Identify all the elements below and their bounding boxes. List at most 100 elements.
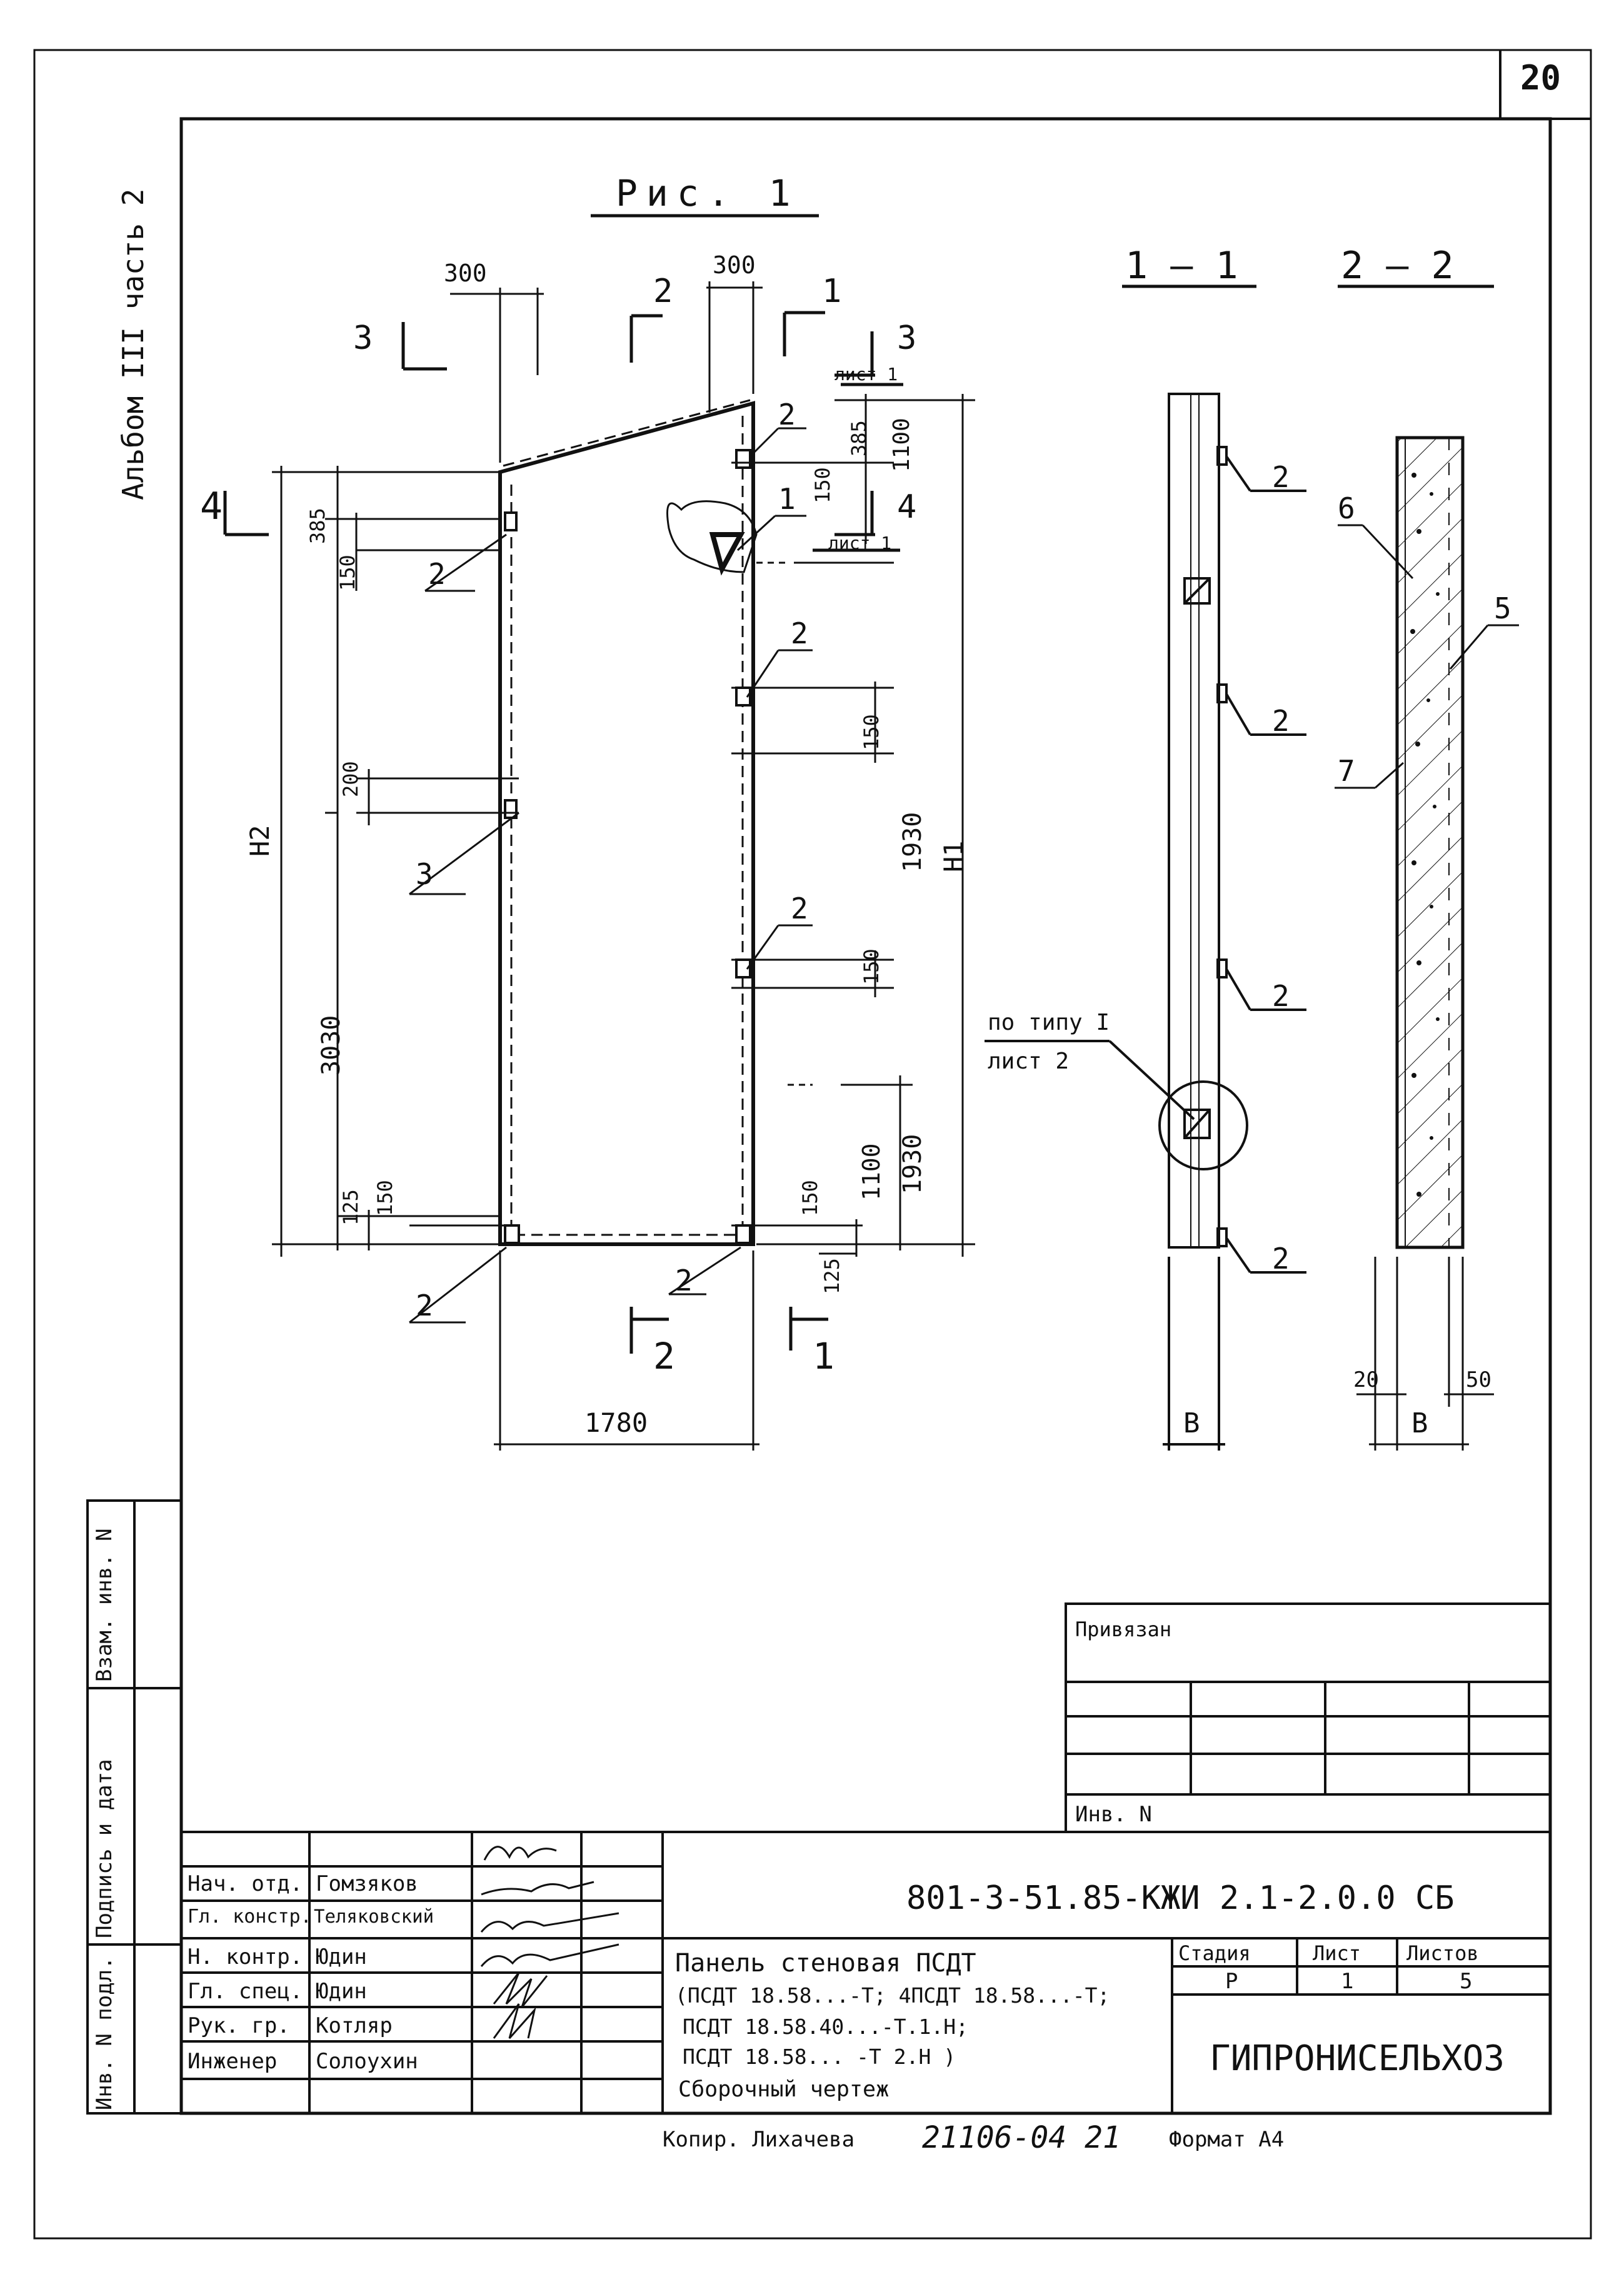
desc-line-2: (ПСДТ 18.58...-Т; 4ПСДТ 18.58...-Т; [675, 1983, 1110, 2008]
loop-fixtures [504, 449, 751, 1244]
panel-hidden-lines [503, 399, 751, 1236]
staff-role-2: Гл. констр. [188, 1906, 312, 1928]
callout-2e: 2 [416, 1289, 433, 1322]
sheets-header: Листов [1406, 1941, 1479, 1965]
dim-150-right-top: 150 [811, 467, 835, 503]
side-columns [86, 1499, 183, 2115]
s11-callout-2a: 2 [1272, 460, 1290, 494]
dim-150-right-mid2: 150 [860, 948, 883, 985]
side-inv-podl: Инв. N подл. [92, 1956, 117, 2110]
s11-callout-2c: 2 [1272, 979, 1290, 1013]
album-label: Альбом III часть 2 [116, 188, 150, 501]
stage-value: Р [1225, 1969, 1238, 1994]
dim-150-left-bottom: 150 [373, 1180, 397, 1216]
privyazan-inv: Инв. N [1075, 1802, 1152, 1827]
s22-dim-20: 20 [1353, 1367, 1379, 1392]
type-ref-line2: лист 2 [988, 1049, 1070, 1074]
staff-name-2: Теляковский [314, 1906, 434, 1927]
cut-mark-2-top: 2 [653, 273, 673, 310]
figure-title: Рис. 1 [616, 172, 799, 214]
type-ref-line1: по типу I [988, 1010, 1110, 1035]
sheets-value: 5 [1460, 1969, 1473, 1994]
dim-1100-top: 1100 [889, 418, 915, 472]
cut-mark-3-right: 3 [897, 319, 917, 357]
dim-150-right-mid1: 150 [860, 714, 883, 750]
staff-name-5: Котляр [316, 2013, 393, 2038]
title-block-grid [180, 1831, 1551, 2115]
title-underlines [591, 214, 1494, 552]
dim-1930-lower: 1930 [898, 1134, 927, 1194]
dim-1780: 1780 [584, 1407, 648, 1438]
callout-1: 1 [778, 482, 796, 516]
s22-callout-6: 6 [1338, 491, 1355, 525]
staff-role-4: Гл. спец. [188, 1979, 303, 2004]
desc-line-3: ПСДТ 18.58.40...-Т.1.Н; [683, 2015, 968, 2039]
callout-2c: 2 [791, 616, 808, 650]
staff-role-6: Инженер [188, 2049, 278, 2074]
section-1-1 [985, 393, 1306, 1451]
dim-150-left-top: 150 [336, 555, 359, 591]
dim-385-right: 385 [847, 420, 871, 456]
panel-outline [498, 401, 755, 1246]
section-2-2-title: 2 — 2 [1341, 244, 1454, 288]
sheet-value: 1 [1341, 1969, 1354, 1994]
doc-code: 801-3-51.85-КЖИ 2.1-2.0.0 СБ [906, 1879, 1455, 1917]
sheet-header: Лист [1313, 1941, 1361, 1965]
footer-copy: Копир. Лихачева [663, 2127, 855, 2152]
staff-role-3: Н. контр. [188, 1944, 303, 1970]
dim-1930-upper: 1930 [898, 812, 927, 872]
callout-2f: 2 [675, 1264, 693, 1297]
staff-role-5: Рук. гр. [188, 2013, 290, 2038]
s11-dim-B: B [1183, 1407, 1200, 1439]
signatures [480, 1846, 619, 2039]
dim-300-left: 300 [444, 259, 487, 287]
section-1-1-title: 1 — 1 [1125, 244, 1238, 288]
s11-callout-2b: 2 [1272, 704, 1290, 738]
dim-3030: 3030 [317, 1015, 346, 1075]
staff-name-3: Юдин [316, 1944, 367, 1970]
cut-mark-4-left: 4 [200, 485, 223, 528]
sheet-ref-4: лист 1 [828, 533, 892, 553]
dim-1100-bottom: 1100 [858, 1143, 885, 1200]
sheet-border [33, 49, 1592, 2240]
s22-callout-7: 7 [1338, 754, 1355, 788]
stage-header: Стадия [1178, 1941, 1251, 1965]
dim-125-right: 125 [820, 1258, 844, 1294]
cut-mark-lines [223, 311, 875, 1354]
dim-385-left: 385 [306, 508, 329, 544]
s11-callout-2d: 2 [1272, 1242, 1290, 1275]
desc-line-1: Панель стеновая ПСДТ [675, 1949, 976, 1978]
dim-125-left: 125 [339, 1189, 363, 1225]
footer-format: Формат А4 [1169, 2127, 1285, 2152]
section-2-2 [1335, 436, 1519, 1451]
cut-mark-4-right: 4 [897, 488, 917, 526]
organization: ГИПРОНИСЕЛЬХОЗ [1210, 2038, 1505, 2079]
dim-H1: H1 [938, 840, 969, 872]
callout-leaders [409, 427, 813, 1324]
desc-line-5: Сборочный чертеж [678, 2077, 890, 2102]
dim-200: 200 [339, 761, 363, 797]
staff-name-4: Юдин [316, 1979, 367, 2004]
staff-role-1: Нач. отд. [188, 1871, 303, 1896]
callout-2b: 2 [778, 398, 796, 431]
cut-mark-1-top: 1 [822, 273, 842, 310]
insert-1-shape [709, 532, 745, 576]
sheet-ref-3: лист 1 [835, 364, 898, 385]
footer-order: 21106-04 21 [922, 2120, 1121, 2155]
s22-dim-50: 50 [1466, 1367, 1491, 1392]
staff-name-6: Солоухин [316, 2049, 418, 2074]
dimension-lines [272, 281, 975, 1451]
s22-dim-B: B [1411, 1407, 1428, 1439]
dim-H2: H2 [244, 825, 275, 857]
side-podpis-data: Подпись и дата [92, 1759, 117, 1938]
side-vzam-inv: Взам. инв. N [92, 1528, 117, 1682]
s22-callout-5: 5 [1494, 591, 1511, 625]
callout-2a: 2 [428, 557, 446, 591]
concrete-dots [1410, 473, 1440, 1197]
callout-3: 3 [416, 857, 433, 891]
callout-2d: 2 [791, 892, 808, 925]
staff-name-1: Гомзяков [316, 1871, 418, 1896]
page-number: 20 [1520, 58, 1561, 98]
privyazan-title: Привязан [1075, 1617, 1172, 1641]
